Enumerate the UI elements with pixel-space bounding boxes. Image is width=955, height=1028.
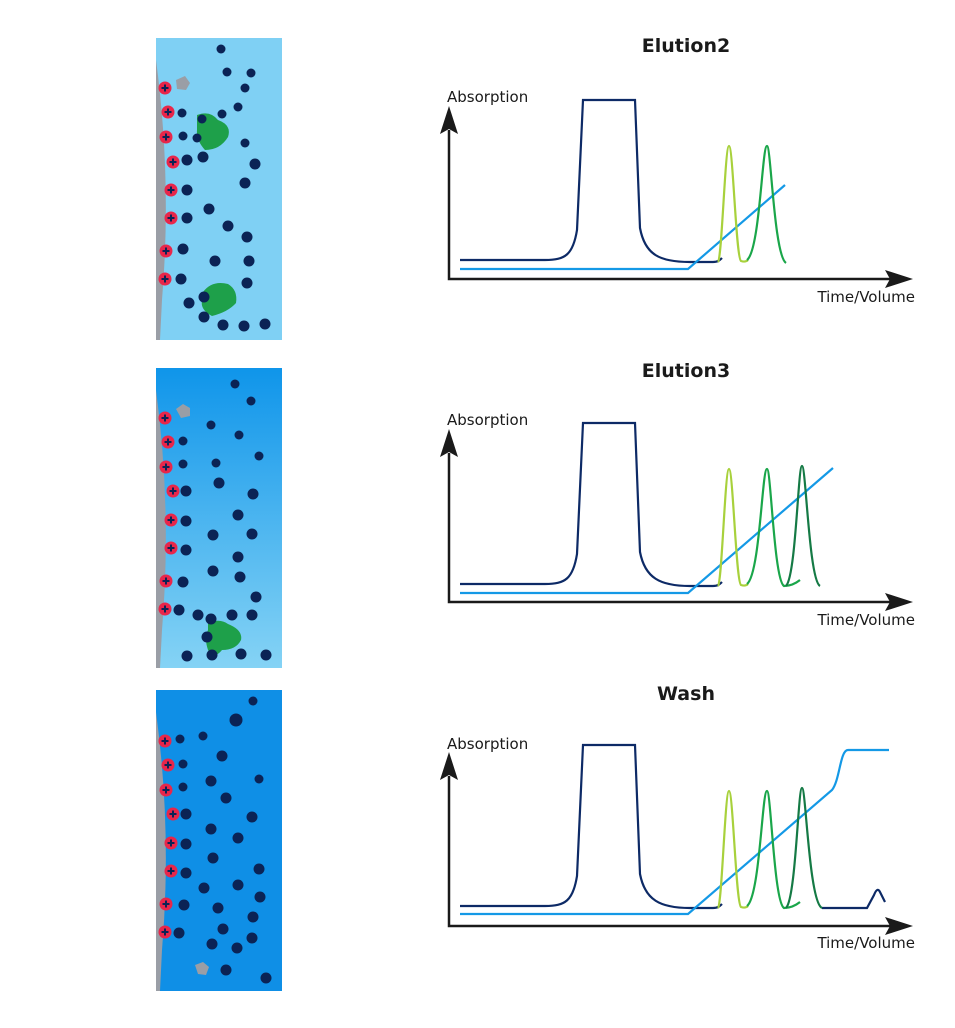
x-axis-arrow-icon (885, 917, 913, 935)
x-axis-label: Time/Volume (816, 611, 915, 629)
resin-surface (156, 390, 166, 668)
impurity-particle (176, 76, 190, 90)
x-axis-label: Time/Volume (816, 288, 915, 306)
absorption-trace-wash-bump (822, 888, 886, 910)
axes (440, 429, 913, 611)
chart-title: Elution2 (642, 35, 730, 57)
resin-surface (156, 712, 166, 991)
y-axis-label: Absorption (447, 411, 528, 429)
chart-wash: Wash Absorption Time/Volume (440, 683, 915, 952)
chart-elution3: Elution3 Absorption Time/Volume (440, 360, 915, 629)
elution-peak-2 (746, 467, 801, 588)
impurity-particle (195, 962, 209, 975)
y-axis-arrow-icon (440, 429, 458, 457)
elution-peak-3 (785, 786, 823, 909)
y-axis-arrow-icon (440, 106, 458, 134)
absorption-trace (460, 421, 723, 588)
column-panel-elution3 (156, 368, 282, 668)
chart-elution2: Elution2 Absorption Time/Volume (440, 35, 915, 306)
x-axis-label: Time/Volume (816, 934, 915, 952)
target-protein-blobs (196, 113, 237, 316)
absorption-trace (460, 98, 723, 264)
y-axis-arrow-icon (440, 752, 458, 780)
elution-peak-1 (716, 144, 749, 263)
y-axis-label: Absorption (447, 735, 528, 753)
axes (440, 106, 913, 288)
resin-surface (156, 60, 166, 340)
column-panel-wash (156, 690, 282, 991)
protein-dots (173, 696, 272, 984)
column-panel-elution2 (156, 38, 282, 340)
protein-dots (175, 44, 271, 332)
elution-peak-1 (716, 789, 749, 909)
x-axis-arrow-icon (885, 593, 913, 611)
salt-gradient-trace (460, 184, 786, 271)
elution-peak-2 (746, 789, 801, 910)
chart-title: Elution3 (642, 360, 730, 382)
y-axis-label: Absorption (447, 88, 528, 106)
salt-gradient-trace (460, 748, 889, 916)
salt-gradient-trace (460, 467, 834, 595)
target-protein-blob (206, 620, 242, 655)
elution-peak-2 (746, 144, 787, 264)
axes (440, 752, 913, 935)
absorption-trace (460, 743, 723, 910)
x-axis-arrow-icon (885, 270, 913, 288)
elution-peak-3 (785, 464, 821, 587)
protein-dots (173, 379, 272, 662)
elution-peak-1 (716, 467, 749, 587)
chart-title: Wash (657, 683, 715, 705)
impurity-particle (176, 404, 190, 418)
